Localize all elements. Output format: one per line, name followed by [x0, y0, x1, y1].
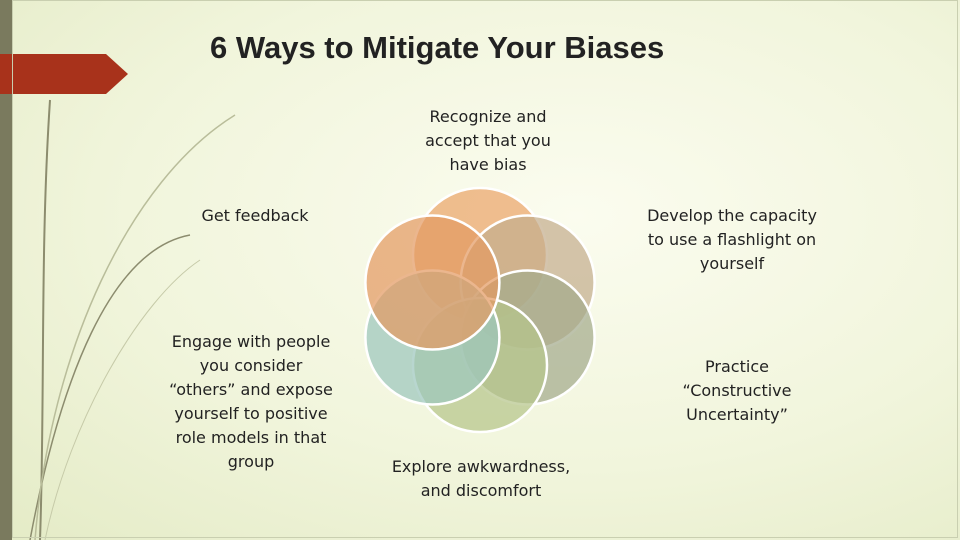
- circle-feedback: [365, 216, 499, 350]
- label-get-feedback: Get feedback: [190, 204, 320, 228]
- label-explore-awkwardness: Explore awkwardness, and discomfort: [376, 455, 586, 503]
- label-flashlight-on-yourself: Develop the capacity to use a flashlight…: [640, 204, 824, 276]
- venn-diagram: [350, 180, 610, 440]
- label-constructive-uncertainty: Practice “Constructive Uncertainty”: [660, 355, 814, 427]
- label-engage-with-others: Engage with people you consider “others”…: [158, 330, 344, 474]
- accent-arrow-tab: [0, 54, 128, 94]
- slide-title: 6 Ways to Mitigate Your Biases: [210, 30, 664, 66]
- label-recognize-bias: Recognize and accept that you have bias: [412, 105, 564, 177]
